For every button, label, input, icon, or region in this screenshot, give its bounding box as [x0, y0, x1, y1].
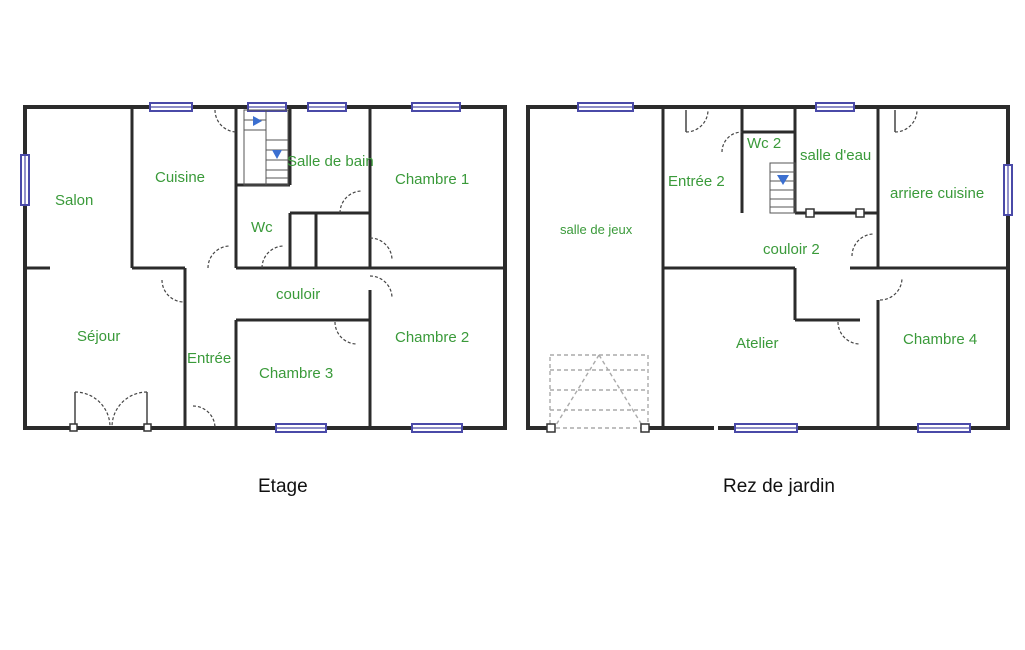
room-label-entree2: Entrée 2	[668, 173, 725, 190]
garage-ramp	[546, 354, 650, 433]
room-label-entree: Entrée	[187, 350, 231, 367]
room-label-wc2: Wc 2	[747, 135, 781, 152]
stairs-etage	[243, 109, 289, 186]
plan-etage: Salon Cuisine Salle de bain Chambre 1 Wc…	[20, 102, 507, 497]
room-label-salon: Salon	[55, 192, 93, 209]
room-label-chambre3: Chambre 3	[259, 365, 333, 382]
plan-caption-etage: Etage	[258, 476, 308, 497]
room-label-chambre2: Chambre 2	[395, 329, 469, 346]
room-label-chambre1: Chambre 1	[395, 171, 469, 188]
room-label-chambre4: Chambre 4	[903, 331, 977, 348]
windows-rez	[577, 102, 1013, 433]
doors-rez	[685, 109, 918, 345]
room-label-sejour: Séjour	[77, 328, 120, 345]
room-label-arriere-cuisine: arriere cuisine	[890, 185, 984, 202]
room-label-salle-de-jeux: salle de jeux	[560, 222, 633, 237]
stair-arrow-icon	[777, 175, 789, 185]
room-label-couloir: couloir	[276, 286, 320, 303]
room-label-couloir2: couloir 2	[763, 241, 820, 258]
stair-arrow-icon	[253, 116, 262, 126]
plan-caption-rez-de-jardin: Rez de jardin	[723, 476, 835, 497]
stair-arrow-icon	[272, 150, 282, 159]
room-label-salle-deau: salle d'eau	[800, 147, 871, 164]
interior-walls	[661, 107, 1008, 428]
doors-etage	[69, 109, 393, 432]
room-label-atelier: Atelier	[736, 335, 779, 352]
room-label-wc: Wc	[251, 219, 273, 236]
room-label-salle-de-bain: Salle de bain	[287, 153, 374, 170]
stairs-rez	[769, 162, 796, 214]
windows-etage	[20, 102, 463, 433]
room-label-cuisine: Cuisine	[155, 169, 205, 186]
plan-rez-de-jardin: salle de jeux Entrée 2 Wc 2 salle d'eau …	[526, 102, 1013, 497]
